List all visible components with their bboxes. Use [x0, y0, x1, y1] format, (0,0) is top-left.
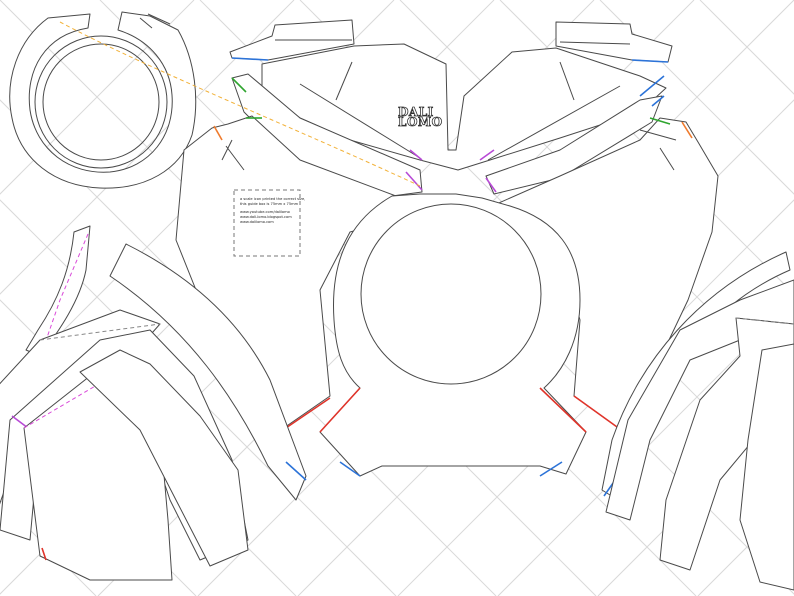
scale-note-line1: a scale icon printed the correct size, — [240, 197, 305, 201]
upper-chest-plate-part: DALI LOMO — [251, 43, 667, 171]
scale-note-line2: this guide box is 75mm x 75mm — [240, 202, 299, 206]
fold-guide-yellow — [59, 21, 421, 187]
scale-note-link2: www.dali-lomo.blogspot.com — [240, 215, 292, 219]
right-shoulder-strip-part — [485, 95, 665, 195]
arc-reactor-ring-part — [9, 11, 197, 189]
upper-left-strip-part — [229, 19, 355, 61]
upper-right-strip-part — [555, 21, 673, 63]
dali-lomo-logo-line1: DALI — [398, 105, 434, 119]
left-rib-strip-part — [109, 243, 307, 501]
lower-right-panel-c — [739, 343, 794, 591]
dali-lomo-logo-line2: LOMO — [398, 115, 443, 129]
scale-note-link3: www.dalilomo.com — [240, 220, 274, 224]
lower-left-panel-d — [79, 349, 249, 567]
scale-guide-box — [233, 189, 301, 257]
center-chest-ring-part — [319, 193, 587, 477]
scale-note-link1: www.youtube.com/dalilomo — [240, 210, 290, 214]
